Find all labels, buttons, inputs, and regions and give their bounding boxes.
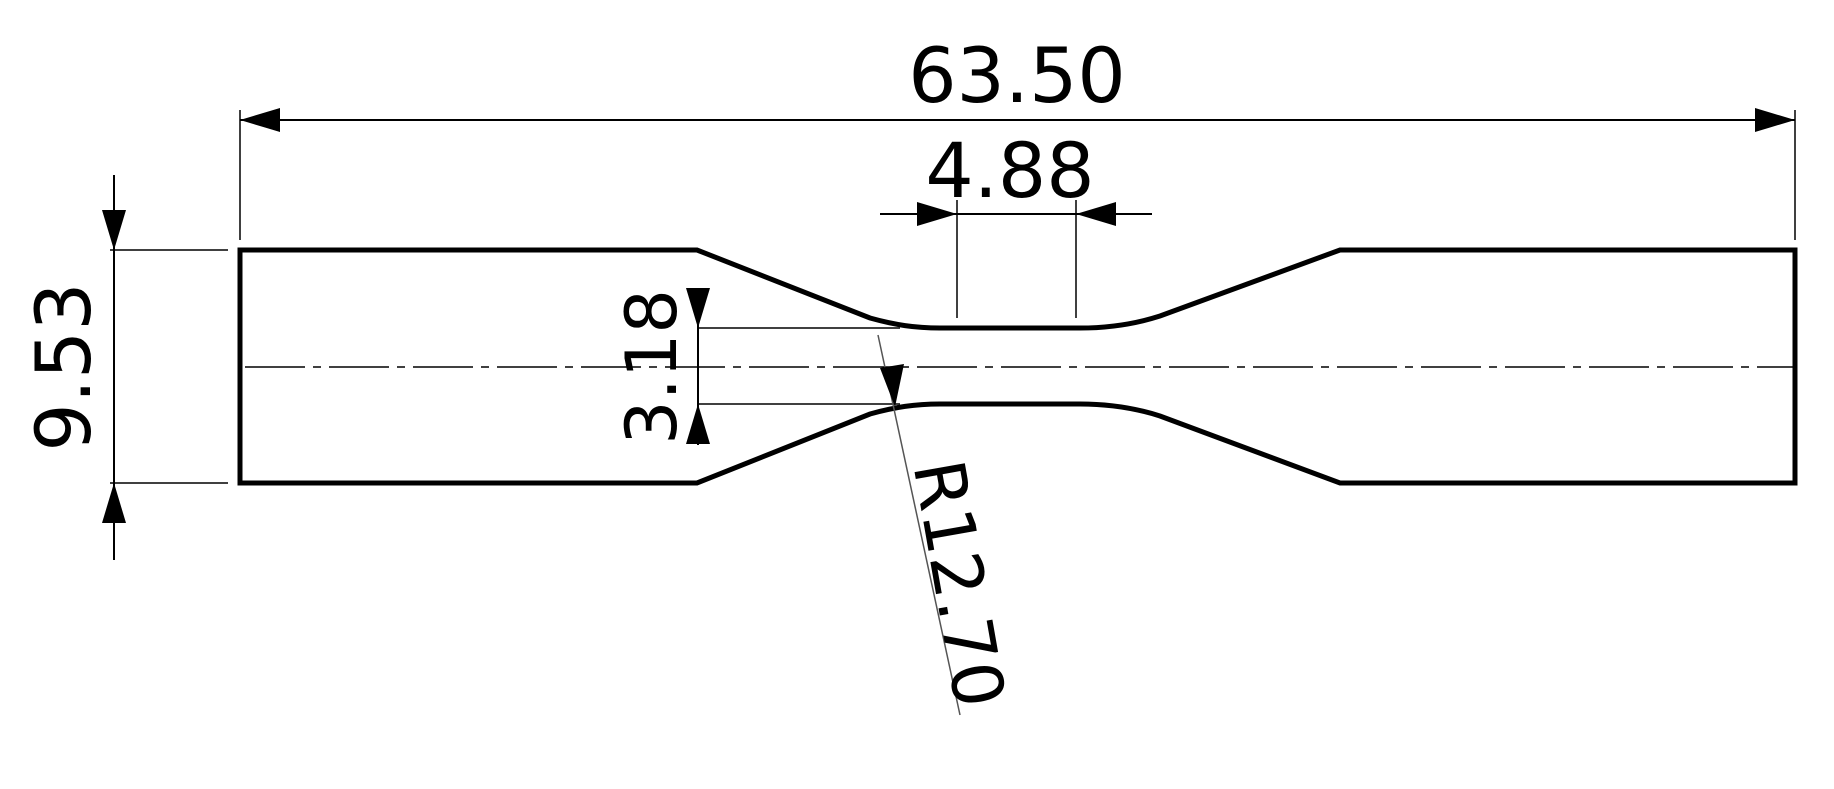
gauge-width-label: 3.18 — [611, 289, 693, 445]
arrow-gauge-width-top — [686, 288, 710, 328]
fillet-radius-dimension: R12.70 — [877, 334, 1021, 716]
gauge-width-dimension: 3.18 — [611, 288, 900, 445]
arrow-gauge-right — [1076, 202, 1116, 226]
overall-width-label: 9.53 — [19, 282, 108, 451]
arrow-left — [240, 108, 280, 132]
overall-width-dimension: 9.53 — [19, 175, 228, 560]
arrow-gauge-left — [917, 202, 957, 226]
arrow-width-top — [102, 210, 126, 250]
specimen-outline — [237, 247, 1798, 486]
overall-length-dimension: 63.50 — [239, 31, 1796, 240]
fillet-radius-label: R12.70 — [897, 454, 1021, 714]
gauge-length-label: 4.88 — [925, 126, 1094, 215]
arrow-gauge-width-bottom — [686, 404, 710, 444]
arrow-width-bottom — [102, 483, 126, 523]
overall-length-label: 63.50 — [908, 31, 1126, 120]
gauge-length-dimension: 4.88 — [880, 126, 1152, 318]
arrow-radius — [880, 364, 904, 407]
arrow-right — [1755, 108, 1795, 132]
